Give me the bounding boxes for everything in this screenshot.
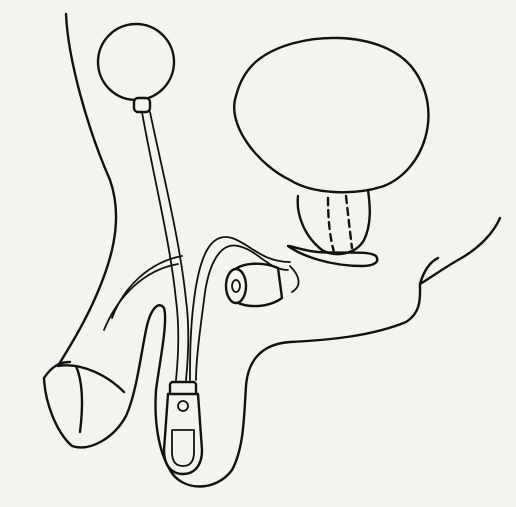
connecting-tubing — [104, 112, 299, 380]
fluid-reservoir — [98, 24, 174, 112]
body-outline — [44, 14, 500, 487]
tubing-connector — [226, 264, 282, 306]
control-pump — [164, 382, 202, 474]
urinary-bladder — [234, 38, 428, 254]
reservoir-valve — [134, 98, 150, 112]
